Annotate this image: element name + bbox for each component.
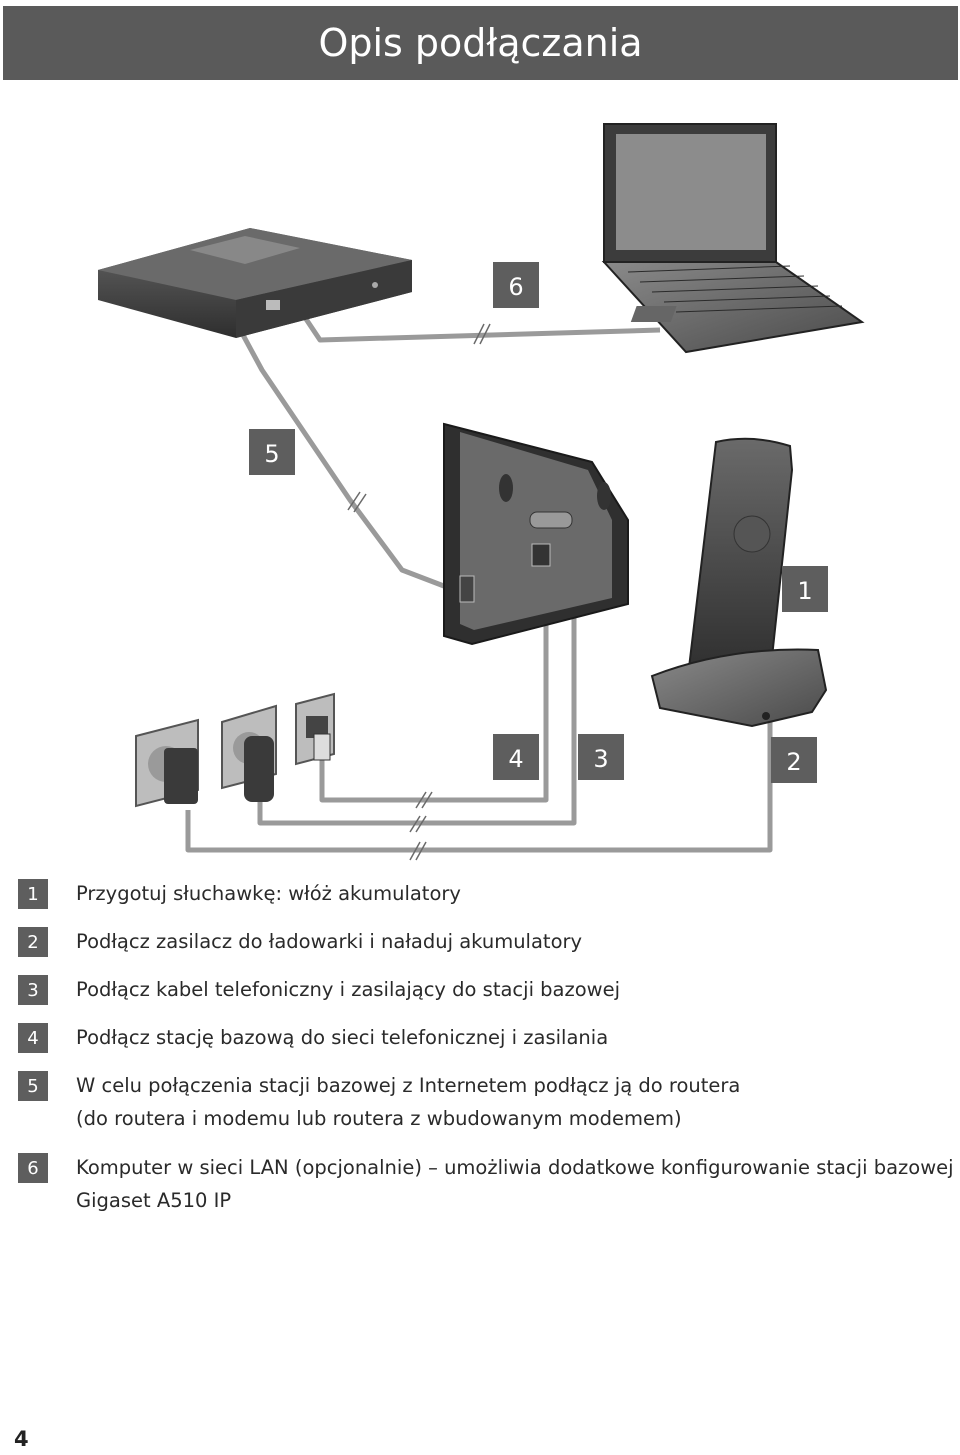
base-phone-cable	[319, 570, 549, 803]
callout-4-label: 4	[508, 745, 523, 773]
laptop-illustration	[601, 123, 865, 354]
callout-1-label: 1	[797, 577, 812, 605]
base-station-illustration	[443, 422, 629, 646]
cables	[185, 308, 773, 853]
step-5-badge: 5	[18, 1071, 48, 1101]
callout-6-label: 6	[508, 273, 523, 301]
step-6-text-line-1: Komputer w sieci LAN (opcjonalnie) – umo…	[76, 1156, 954, 1179]
base-power-cable	[257, 570, 577, 826]
step-1-text: Przygotuj słuchawkę: włóż akumulatory	[76, 882, 461, 905]
step-6-text-line-2: Gigaset A510 IP	[76, 1189, 232, 1212]
step-4-text: Podłącz stację bazową do sieci telefonic…	[76, 1026, 609, 1049]
page-number: 4	[14, 1427, 29, 1451]
step-5-text-line-2: (do routera i modemu lub routera z wbudo…	[76, 1107, 682, 1130]
step-2-badge: 2	[18, 927, 48, 957]
callout-3: 3	[578, 734, 624, 780]
handset-illustration	[686, 437, 794, 677]
page-header: Opis podłączania	[3, 6, 958, 80]
router-to-laptop-cable	[297, 308, 661, 343]
callout-4: 4	[493, 734, 539, 780]
step-1-badge: 1	[18, 879, 48, 909]
charger-power-cable	[185, 712, 773, 853]
callout-5-label: 5	[264, 440, 279, 468]
callout-2-label: 2	[786, 748, 801, 776]
callout-5: 5	[249, 429, 295, 475]
callout-1: 1	[782, 566, 828, 612]
callout-6: 6	[493, 262, 539, 308]
router-illustration	[98, 228, 412, 338]
step-4-badge: 4	[18, 1023, 48, 1053]
step-3-text: Podłącz kabel telefoniczny i zasilający …	[76, 978, 621, 1001]
charger-illustration	[650, 648, 828, 728]
step-2-text: Podłącz zasilacz do ładowarki i naładuj …	[76, 930, 583, 953]
page-title: Opis podłączania	[318, 21, 643, 65]
callout-badges: 6 5 1 4 3 2	[249, 262, 828, 783]
step-6-badge: 6	[18, 1153, 48, 1183]
step-5-text-line-1: W celu połączenia stacji bazowej z Inter…	[76, 1074, 741, 1097]
connection-diagram: 6 5 1 4 3 2	[98, 123, 865, 861]
step-3-badge: 3	[18, 975, 48, 1005]
callout-2: 2	[771, 737, 817, 783]
cable-break-marks	[347, 323, 491, 861]
router-to-base-cable	[233, 320, 471, 599]
wall-sockets-illustration	[135, 692, 335, 808]
callout-3-label: 3	[593, 745, 608, 773]
